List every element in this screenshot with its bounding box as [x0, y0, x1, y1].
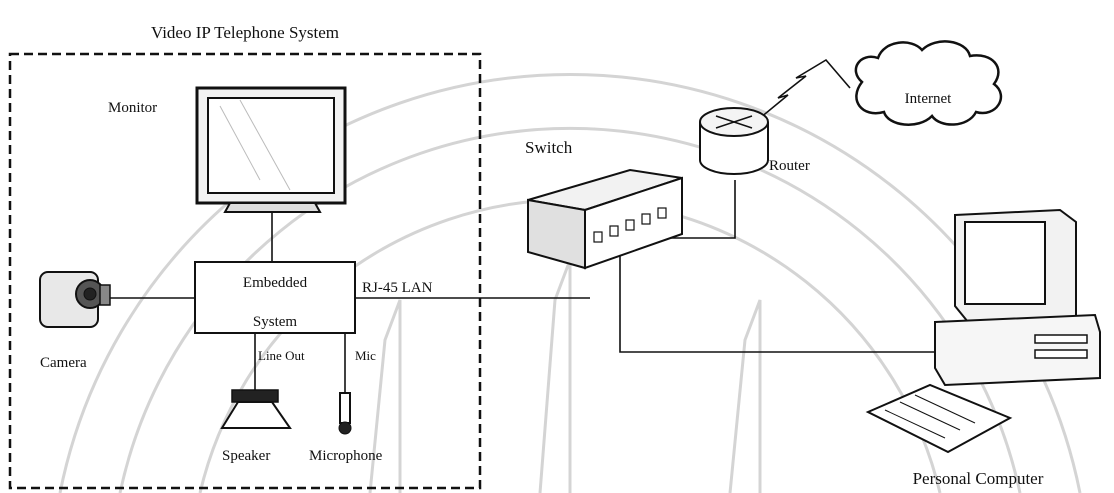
router-icon — [700, 108, 768, 174]
switch-label: Switch — [525, 138, 573, 157]
switch-icon — [528, 170, 682, 268]
mic-label: Mic — [355, 348, 376, 363]
speaker-label: Speaker — [222, 448, 270, 464]
monitor-label: Monitor — [108, 100, 157, 116]
embedded-system-label-1: Embedded — [243, 275, 308, 291]
internet-label: Internet — [905, 91, 952, 107]
speaker-icon — [222, 390, 290, 428]
microphone-label: Microphone — [309, 448, 383, 464]
camera-icon — [40, 272, 110, 327]
personal-computer-label: Personal Computer — [913, 469, 1044, 488]
edge-switch-pc — [620, 250, 935, 352]
edge-router-internet — [760, 60, 850, 118]
lan-label: RJ-45 LAN — [362, 280, 433, 296]
line-out-label: Line Out — [258, 348, 305, 363]
diagram-title: Video IP Telephone System — [151, 23, 339, 42]
internet-cloud-icon — [856, 41, 1001, 124]
camera-label: Camera — [40, 355, 87, 371]
personal-computer-icon — [868, 210, 1100, 452]
microphone-icon — [339, 393, 351, 434]
router-label: Router — [769, 158, 810, 174]
embedded-system-label-2: System — [253, 314, 298, 330]
monitor-icon — [197, 88, 345, 212]
